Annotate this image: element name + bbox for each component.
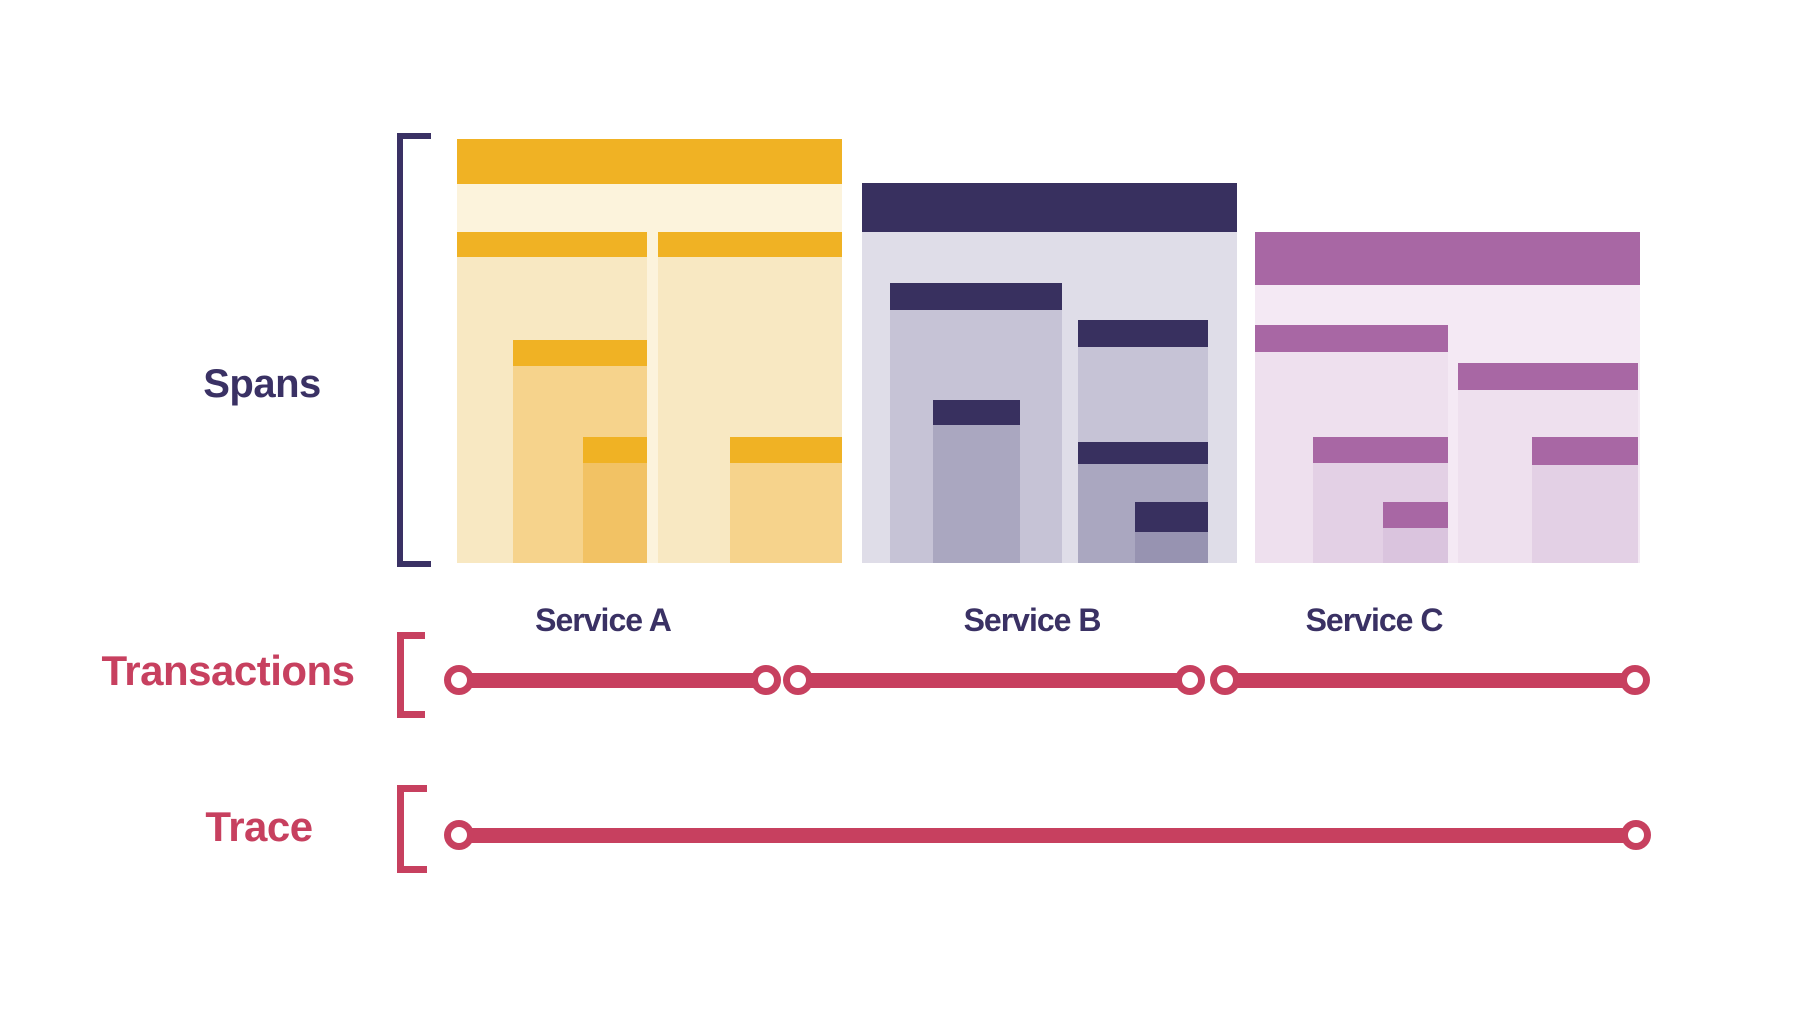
transaction-endpoint-circle bbox=[444, 665, 474, 695]
span-body bbox=[1135, 532, 1208, 563]
transaction-endpoint-circle bbox=[1210, 665, 1240, 695]
transaction-endpoint-circle bbox=[1175, 665, 1205, 695]
span-body bbox=[1383, 528, 1448, 563]
transactions-bracket bbox=[397, 632, 425, 718]
span-bar bbox=[1255, 232, 1640, 285]
span-bar bbox=[890, 283, 1062, 310]
transaction-line bbox=[459, 672, 766, 688]
spans-bracket bbox=[397, 133, 431, 567]
spans-label: Spans bbox=[203, 362, 321, 406]
transaction-endpoint-circle bbox=[751, 665, 781, 695]
span-body bbox=[1532, 465, 1638, 563]
span-body bbox=[933, 425, 1020, 563]
span-bar bbox=[513, 340, 647, 366]
span-bar bbox=[583, 437, 647, 463]
transaction-line bbox=[798, 672, 1190, 688]
span-bar bbox=[1078, 320, 1208, 347]
transaction-line bbox=[1225, 672, 1635, 688]
service-a-label: Service A bbox=[535, 602, 672, 638]
span-bar bbox=[457, 232, 647, 257]
span-bar bbox=[1255, 325, 1448, 352]
trace-endpoint-circle bbox=[444, 820, 474, 850]
span-bar bbox=[933, 400, 1020, 425]
trace-label: Trace bbox=[205, 803, 313, 850]
trace-bracket bbox=[397, 785, 427, 873]
service-c-label: Service C bbox=[1305, 602, 1444, 638]
span-body bbox=[583, 463, 647, 563]
span-bar bbox=[1078, 442, 1208, 464]
span-bar bbox=[862, 183, 1237, 232]
span-bar bbox=[1135, 502, 1208, 532]
trace-endpoint-circle bbox=[1621, 820, 1651, 850]
span-bar bbox=[730, 437, 842, 463]
span-bar bbox=[1532, 437, 1638, 465]
service-b-label: Service B bbox=[963, 602, 1102, 638]
transaction-endpoint-circle bbox=[783, 665, 813, 695]
transactions-label: Transactions bbox=[101, 647, 355, 694]
span-bar bbox=[457, 139, 842, 184]
span-bar bbox=[1383, 502, 1448, 528]
transaction-endpoint-circle bbox=[1620, 665, 1650, 695]
trace-line bbox=[459, 827, 1636, 843]
span-bar bbox=[658, 232, 842, 257]
span-bar bbox=[1313, 437, 1448, 463]
span-body bbox=[730, 463, 842, 563]
span-bar bbox=[1458, 363, 1638, 390]
